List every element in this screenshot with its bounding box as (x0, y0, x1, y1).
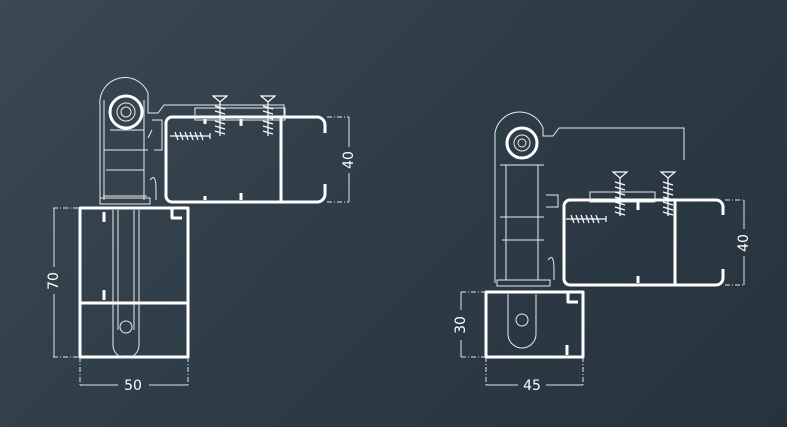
dimension-frame-height: 70 (46, 207, 80, 358)
dimension-frame-height: 30 (453, 291, 486, 358)
dimension-frame-width: 50 (79, 357, 189, 394)
hinge-body (99, 77, 286, 359)
dimension-label: 40 (341, 151, 357, 169)
dimension-label: 70 (46, 272, 62, 290)
dimension-label: 45 (523, 378, 541, 394)
hinge-drawing-left: 40 70 50 (46, 77, 357, 394)
dimension-frame-width: 45 (485, 357, 584, 394)
lower-frame-profile (484, 290, 585, 359)
dimension-label: 30 (453, 316, 469, 334)
dimension-sash-height: 40 (327, 116, 357, 203)
screws (566, 171, 677, 224)
sash-profile (164, 115, 327, 204)
sash-profile (562, 198, 725, 287)
dimension-sash-height: 40 (725, 199, 752, 286)
hinge-drawing-right: 40 30 45 (453, 111, 752, 394)
screws (170, 95, 277, 141)
dimension-label: 40 (736, 234, 752, 252)
dimension-label: 50 (124, 378, 142, 394)
hinge-body (494, 111, 685, 349)
